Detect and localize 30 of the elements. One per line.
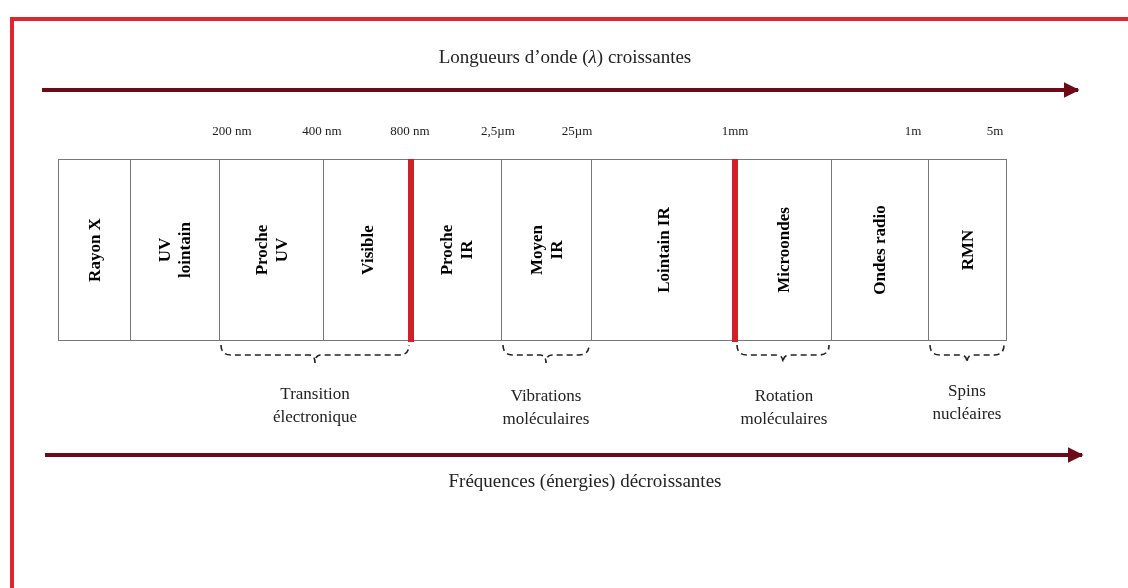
wavelength-tick: 200 nm bbox=[211, 122, 253, 140]
band-name: Visible bbox=[357, 224, 378, 277]
spectrum-band bbox=[130, 159, 220, 341]
group-label: Vibrations moléculaires bbox=[501, 385, 591, 430]
wavelength-tick: 5m bbox=[985, 122, 1005, 140]
wavelength-tick: 25µm bbox=[560, 122, 594, 140]
band-name: Microondes bbox=[773, 206, 794, 295]
spectrum-band bbox=[831, 159, 929, 341]
wavelength-tick: 400 nm bbox=[301, 122, 343, 140]
band-name: Ondes radio bbox=[869, 204, 890, 297]
wavelength-tick: 2,5µm bbox=[480, 122, 516, 140]
band-name: Rayon X bbox=[84, 217, 105, 284]
spectrum-band bbox=[219, 159, 324, 341]
axis-title: Fréquences (énergies) décroissantes bbox=[447, 469, 723, 493]
group-label: Transition électronique bbox=[272, 383, 358, 428]
band-name: Proche IR bbox=[436, 223, 477, 278]
axis-title: Longueurs d’onde (λ) croissantes bbox=[437, 45, 693, 69]
wavelength-tick: 1mm bbox=[720, 122, 750, 140]
band-name: Moyen IR bbox=[526, 224, 567, 278]
spectrum-band bbox=[928, 159, 1007, 341]
wavelength-tick: 800 nm bbox=[389, 122, 431, 140]
spectrum-band bbox=[501, 159, 592, 341]
wavelength-tick: 1m bbox=[903, 122, 923, 140]
band-name: RMN bbox=[957, 228, 978, 273]
spectrum-band bbox=[58, 159, 131, 341]
band-name: UV lointain bbox=[154, 221, 195, 280]
group-label: Rotation moléculaires bbox=[739, 385, 829, 430]
band-name: Lointain IR bbox=[653, 206, 674, 295]
band-name: Proche UV bbox=[251, 223, 292, 278]
group-label: Spins nucléaires bbox=[931, 380, 1003, 425]
